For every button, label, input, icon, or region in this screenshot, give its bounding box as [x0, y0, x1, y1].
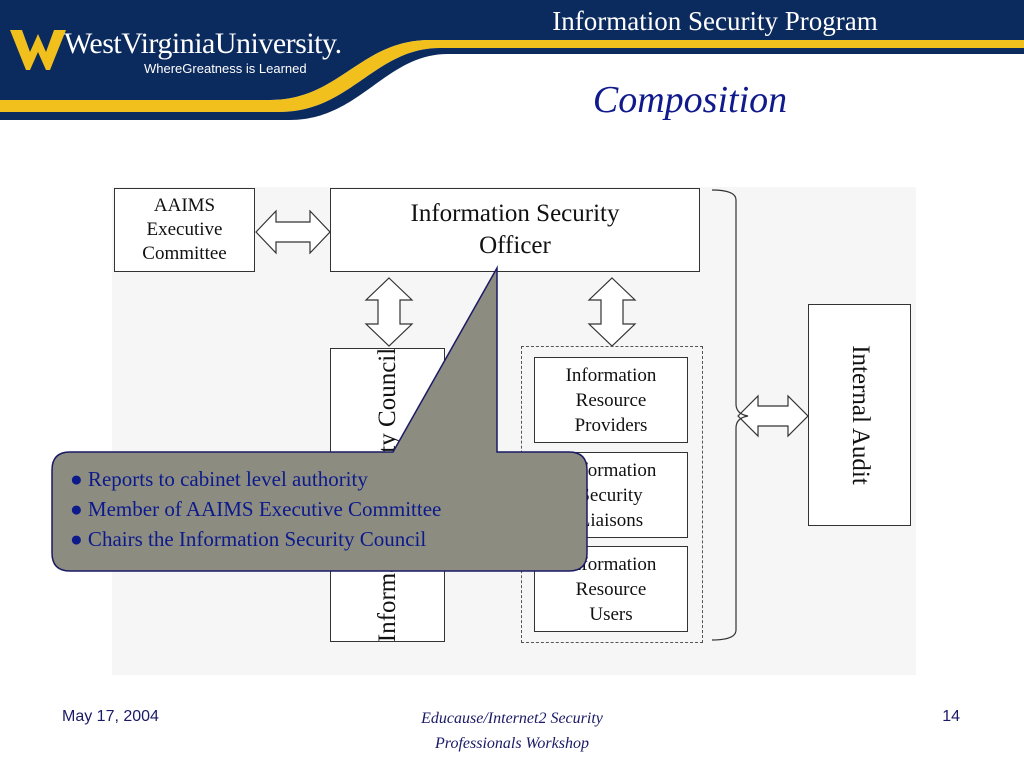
program-title: Information Security Program: [552, 6, 878, 36]
footer-event-line1: Educause/Internet2 Security: [421, 710, 603, 727]
internal-audit-box: Internal Audit: [808, 304, 911, 526]
footer-event-line2: Professionals Workshop: [435, 735, 589, 752]
university-logo-text: WestVirginiaUniversity.: [64, 27, 342, 60]
footer-page-number: 14: [942, 708, 960, 725]
aaims-executive-committee-box: AAIMS Executive Committee: [114, 188, 255, 272]
university-tagline: WhereGreatness is Learned: [144, 61, 307, 76]
wv-flying-wv-icon: [10, 30, 66, 70]
callout-bullet: ● Chairs the Information Security Counci…: [70, 527, 427, 551]
callout-bullet: ● Reports to cabinet level authority: [70, 467, 368, 491]
information-resource-providers-box: Information Resource Providers: [534, 357, 688, 443]
information-resource-users-box: Information Resource Users: [534, 546, 688, 632]
header-background: [0, 0, 1024, 120]
callout-bullet: ● Member of AAIMS Executive Committee: [70, 497, 442, 521]
double-arrow-iso-council: [364, 277, 414, 347]
right-bracket: [711, 189, 749, 641]
footer-date: May 17, 2004: [62, 708, 159, 725]
information-security-officer-box: Information Security Officer: [330, 188, 700, 272]
header-banner: WestVirginiaUniversity. WhereGreatness i…: [0, 0, 1024, 130]
slide-title: Composition: [592, 79, 788, 121]
footer-event: Educause/Internet2 Security Professional…: [362, 706, 662, 756]
officer-callout: ● Reports to cabinet level authority ● M…: [52, 452, 587, 571]
